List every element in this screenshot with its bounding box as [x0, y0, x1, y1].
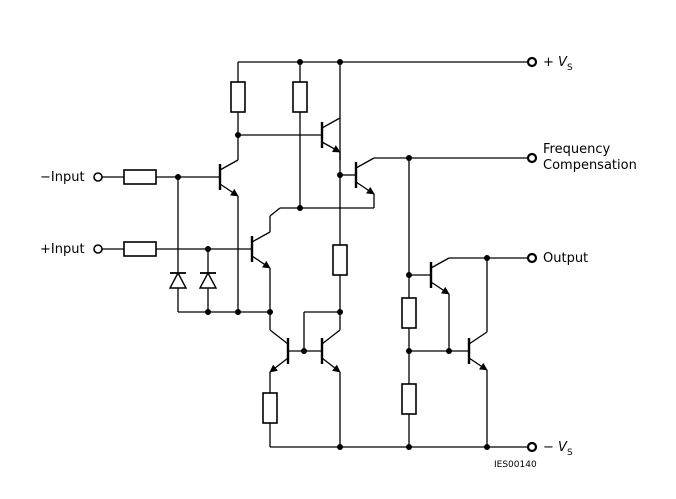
junction-dots	[175, 59, 490, 450]
terminal-minus-vs	[526, 441, 538, 453]
labels: + VS Frequency Compensation Output −Inpu…	[40, 55, 637, 470]
resistor-r5	[401, 297, 417, 329]
label-frequency: Frequency	[543, 142, 610, 157]
transistor-t2	[250, 207, 374, 312]
label-minus-input: −Input	[40, 170, 85, 185]
resistor-r6	[401, 383, 417, 415]
label-output: Output	[543, 251, 588, 266]
resistor-input-minus	[123, 169, 157, 185]
resistor-r1	[230, 81, 246, 113]
terminal-minus-input	[93, 172, 103, 182]
transistor-t4	[340, 157, 528, 208]
label-plus-vs: + VS	[543, 55, 573, 73]
resistor-input-plus	[123, 241, 157, 257]
terminal-output	[526, 252, 538, 264]
diode-2	[198, 271, 218, 289]
terminals	[93, 56, 538, 453]
label-minus-vs: − VS	[543, 440, 573, 458]
terminal-plus-input	[93, 244, 103, 254]
terminal-freq-comp	[526, 152, 538, 164]
transistor-t5	[269, 312, 290, 447]
transistor-t8	[409, 258, 488, 447]
transistor-t6	[288, 311, 341, 447]
transistor-t7	[409, 257, 528, 351]
resistor-r3	[332, 244, 348, 276]
label-plus-input: +Input	[40, 242, 85, 257]
supply-rails	[238, 61, 528, 448]
resistor-r2	[292, 81, 308, 113]
transistor-t1	[218, 159, 239, 312]
resistor-r4	[262, 392, 278, 424]
terminal-plus-vs	[526, 56, 538, 68]
diode-1	[168, 271, 188, 289]
transistor-t3	[320, 117, 341, 160]
label-compensation: Compensation	[543, 158, 637, 173]
resistors	[123, 62, 417, 424]
input-section	[102, 176, 270, 313]
figure-code: IES00140	[494, 460, 537, 470]
